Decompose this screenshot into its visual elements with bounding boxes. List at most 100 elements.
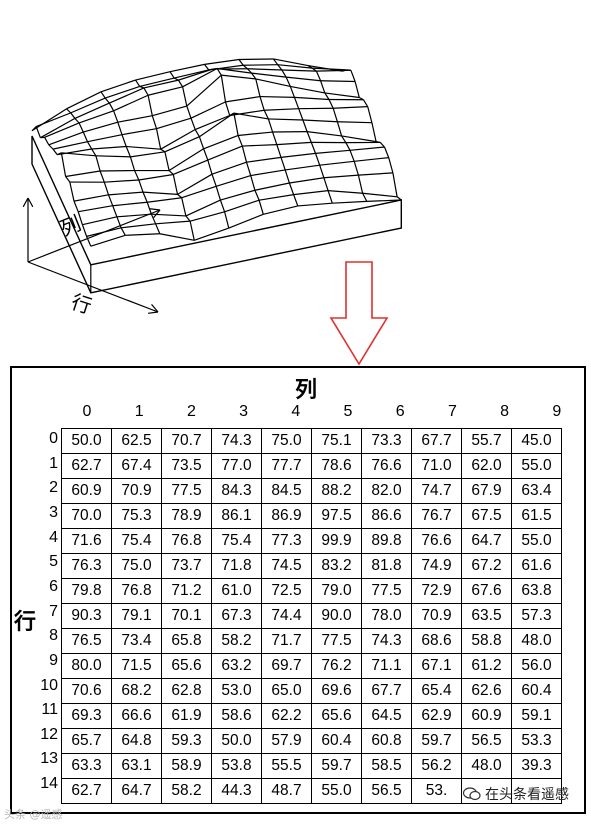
mesh-line [371,122,377,142]
mesh-line [203,134,239,150]
mesh-line [160,148,166,153]
mesh-line [216,174,251,187]
mesh-line [52,141,88,150]
mesh-line [285,76,291,87]
mesh-line [83,121,118,133]
mesh-line [190,118,196,130]
mesh-line [66,108,72,114]
table-cell: 77.5 [161,478,212,504]
column-index-9: 9 [552,403,562,420]
mesh-line [324,92,330,100]
mesh-line [108,191,144,196]
mesh-line [259,194,294,201]
mesh-line [255,78,261,97]
mesh-line [280,152,316,158]
mesh-line [324,92,360,99]
mesh-line [336,121,343,137]
mesh-line [263,110,269,120]
mesh-line [320,80,326,94]
mesh-line [69,181,75,202]
table-cell: 86.6 [361,503,412,529]
table-cell: 50.0 [61,428,112,454]
mesh-line [135,71,171,81]
mesh-line [77,211,83,225]
mesh-line [159,233,195,241]
mesh-line [342,69,347,72]
mesh-line [207,145,243,161]
table-cell: 55.0 [311,778,362,804]
mesh-line [280,157,286,171]
mesh-line [276,141,312,146]
mesh-line [107,194,114,206]
mesh-line [225,95,261,103]
mesh-line [189,211,225,222]
row-index-2: 2 [49,479,58,497]
mesh-line [186,105,192,119]
mesh-line [310,142,317,154]
table-cell: 76.3 [61,553,112,579]
mesh-line [70,112,76,119]
mesh-line [104,179,139,183]
mesh-line [277,64,283,71]
column-index-0: 0 [82,403,92,420]
table-cell: 62.7 [61,453,112,479]
table-cell: 69.6 [311,678,362,704]
mesh-line [48,131,84,146]
row-index-9: 9 [49,651,58,669]
down-arrow-shape [329,261,389,366]
table-cell: 78.6 [311,453,362,479]
table-cell: 58.2 [161,778,212,804]
table-cell: 55.0 [511,453,562,479]
mesh-line [56,152,62,156]
mesh-line [44,122,80,138]
row-index-13: 13 [40,750,58,768]
table-cell: 65.6 [311,703,362,729]
mesh-line [139,85,145,89]
mesh-line [345,142,351,151]
table-cell: 74.3 [361,628,412,654]
table-cell: 48.0 [511,628,562,654]
table-cell: 56.2 [411,753,462,779]
mesh-line [185,215,191,222]
mesh-line [366,199,402,202]
mesh-line [233,113,239,136]
mesh-line [217,67,252,74]
vertical-axis-arrow-head [27,197,34,208]
table-cell: 89.8 [361,528,412,554]
mesh-line [82,216,118,226]
mesh-line [138,179,144,193]
table-cell: 53. [411,778,462,804]
mesh-line [204,58,240,65]
mesh-line [247,68,282,71]
mesh-line [328,99,334,109]
mesh-line [160,129,196,150]
table-cell: 71.8 [211,553,262,579]
table-cell: 90.3 [61,603,112,629]
mesh-line [100,91,106,99]
mesh-line [82,131,89,142]
table-cell: 71.0 [411,453,462,479]
mesh-line [112,205,118,218]
mesh-line [151,213,186,217]
table-cell: 76.5 [61,628,112,654]
row-index-14: 14 [40,775,58,793]
table-cell: 61.5 [511,503,562,529]
mesh-line [61,152,96,157]
mesh-line [60,152,67,177]
mesh-line [150,213,157,225]
table-cell: 59.7 [311,753,362,779]
mesh-line [91,148,97,157]
table-cell: 81.8 [361,553,412,579]
table-cell: 58.2 [211,628,262,654]
table-cell: 74.3 [211,428,262,454]
table-cell: 58.5 [361,753,412,779]
table-cell: 63.3 [61,753,112,779]
table-cell: 77.5 [311,628,362,654]
mesh-line [35,112,71,128]
mesh-line [349,150,355,162]
table-cell: 67.7 [361,678,412,704]
mesh-line [74,102,110,119]
